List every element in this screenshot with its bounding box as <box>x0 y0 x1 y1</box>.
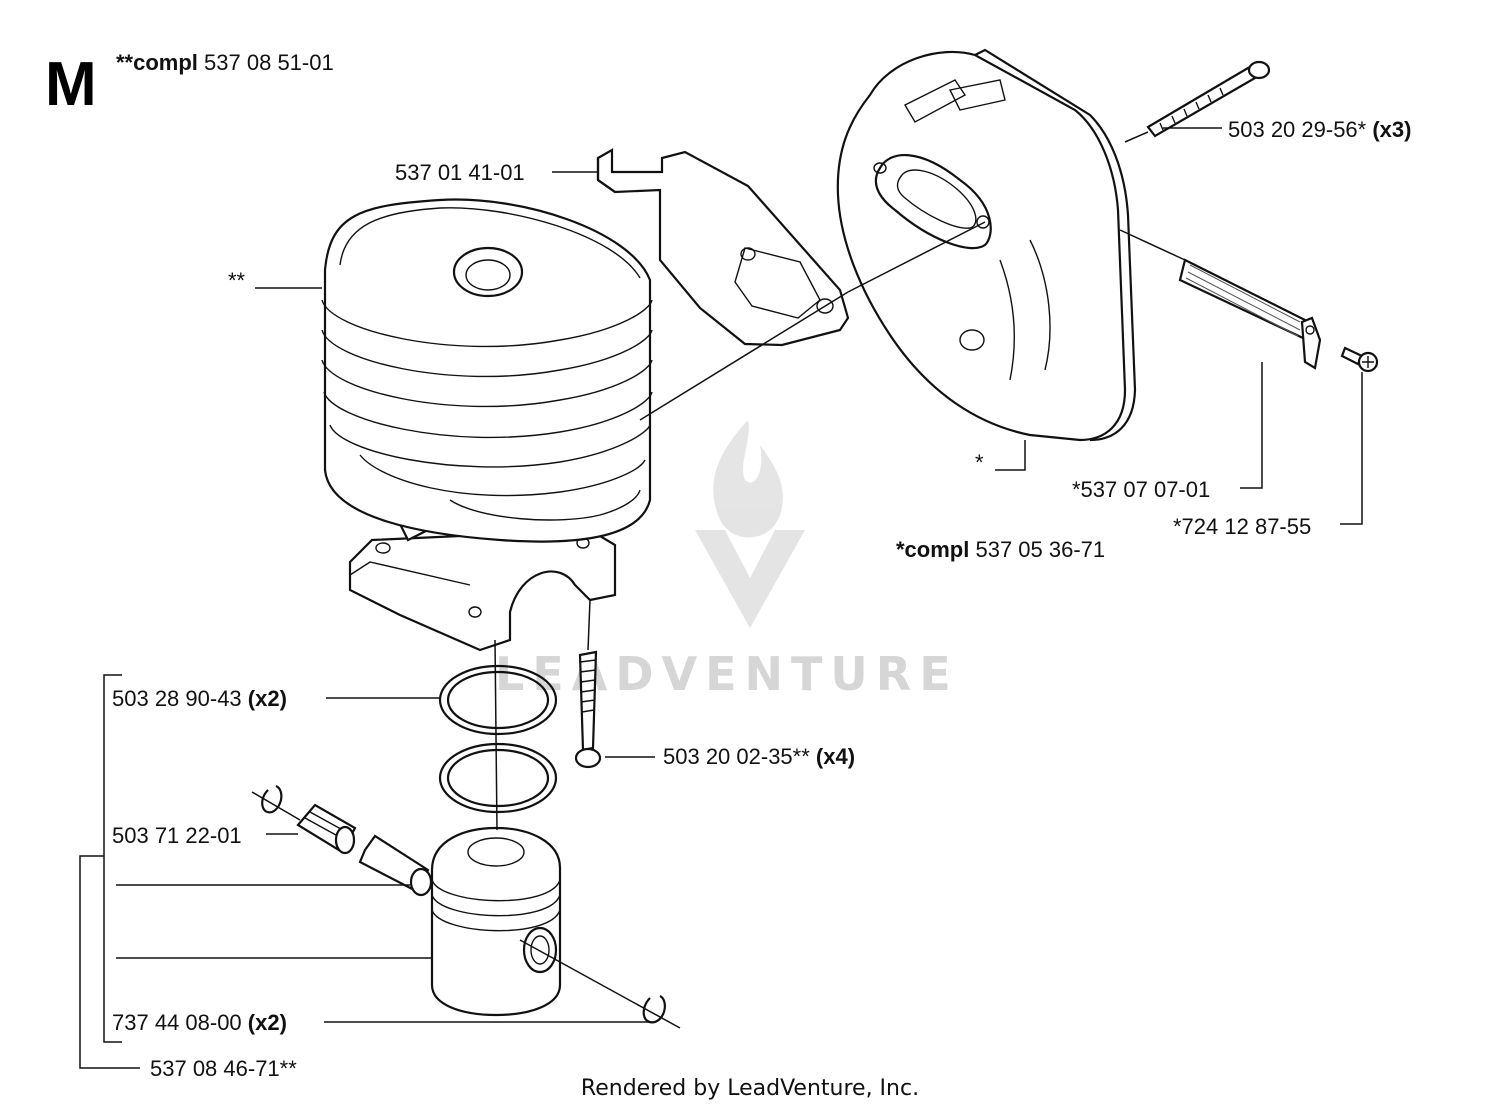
muffler-bolt-part <box>1146 60 1271 138</box>
piston-ring-lower <box>438 742 558 814</box>
label-cylinder-screw: 503 20 02-35** (x4) <box>663 744 855 769</box>
watermark-text: LEADVENTURE <box>495 647 959 701</box>
spark-screen-part <box>1119 229 1322 370</box>
cylinder-part <box>321 198 653 652</box>
label-circlip: 737 44 08-00 (x2) <box>112 1010 287 1035</box>
muffler-part <box>836 48 1137 442</box>
label-cylinder-mark: ** <box>228 268 246 293</box>
label-needle-bearing: 503 71 22-01 <box>112 823 242 848</box>
label-piston-kit: 537 08 46-71** <box>150 1056 297 1081</box>
section-letter: M <box>45 50 97 119</box>
watermark-logo <box>695 420 805 628</box>
piston-ring-upper <box>438 664 558 736</box>
bracket-part <box>596 148 850 347</box>
cylinder-screw-part <box>574 599 602 769</box>
label-muffler-mark: * <box>975 450 984 475</box>
needle-bearing-part <box>296 803 357 855</box>
footer-credit: Rendered by LeadVenture, Inc. <box>581 1076 919 1101</box>
circlip-upper <box>261 784 283 814</box>
label-screen-screw: *724 12 87-55 <box>1173 514 1311 539</box>
label-muffler-compl: *compl 537 05 36-71 <box>896 537 1105 562</box>
piston-pin-part <box>358 834 433 897</box>
label-piston-ring: 503 28 90-43 (x2) <box>112 686 287 711</box>
leader-lines <box>79 127 1363 1069</box>
label-muffler-bolt: 503 20 29-56* (x3) <box>1228 117 1411 142</box>
label-bracket: 537 01 41-01 <box>395 160 525 185</box>
screen-screw-part <box>1340 346 1379 373</box>
assembly-label: **compl 537 08 51-01 <box>116 50 334 75</box>
label-spark-screen: *537 07 07-01 <box>1072 477 1210 502</box>
piston-part <box>430 826 562 1017</box>
